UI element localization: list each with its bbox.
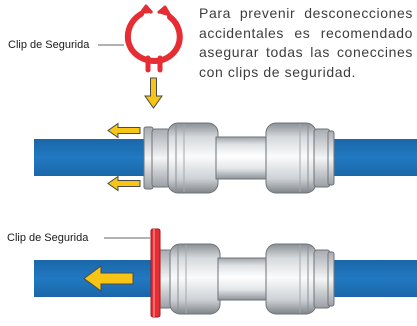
clip-label-bottom: Clip de Segurida xyxy=(7,232,89,244)
left-arrow-icon xyxy=(107,175,141,192)
safety-clip-installed xyxy=(150,228,161,318)
union-fitting-bottom xyxy=(157,243,335,315)
clip-label-top: Clip de Segurida xyxy=(8,39,90,51)
top-assembly xyxy=(34,122,417,194)
bottom-assembly xyxy=(34,228,417,318)
left-arrow-icon xyxy=(83,265,134,292)
tube-left-top xyxy=(34,139,152,176)
union-fitting-top xyxy=(151,122,335,194)
left-arrow-icon xyxy=(107,122,141,139)
down-arrow-icon xyxy=(144,77,163,109)
instruction-text: Para prevenir desconecciones accidentale… xyxy=(199,5,413,80)
c-clip-icon xyxy=(124,4,183,73)
